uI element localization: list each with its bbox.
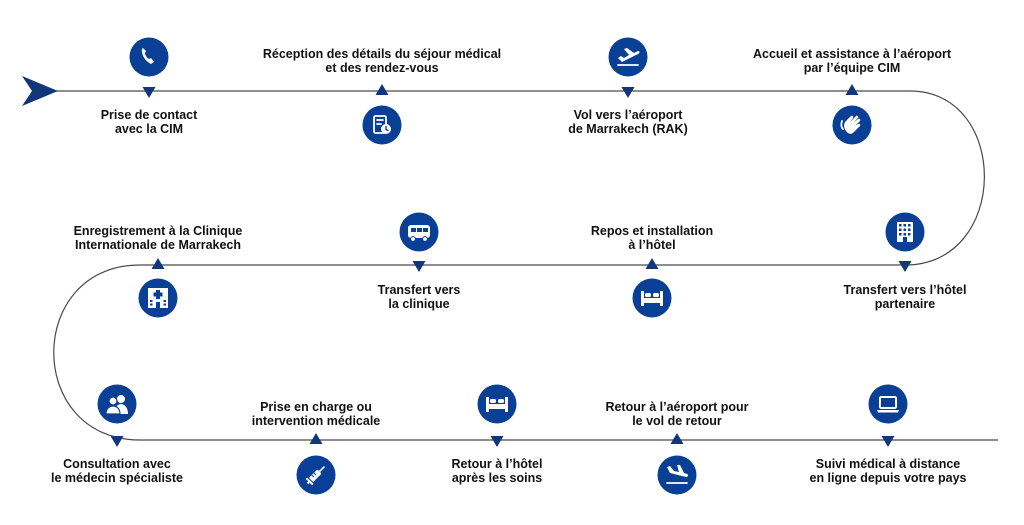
step-6-label-line: Repos et installation [590, 224, 714, 238]
step-13-marker [881, 436, 895, 447]
phone-icon [141, 48, 154, 64]
bed-icon [486, 397, 508, 412]
step-6-label-line: à l’hôtel [628, 238, 676, 252]
step-9-label-line: Consultation avec [63, 457, 171, 471]
step-7-marker [412, 261, 426, 272]
step-2-marker [375, 84, 389, 95]
step-5-label-line: Transfert vers l’hôtel [843, 283, 967, 297]
step-11-label-line: après les soins [451, 471, 543, 485]
step-4-label-line: Accueil et assistance à l’aéroport [752, 47, 951, 61]
step-10-label-line: intervention médicale [251, 414, 381, 428]
step-2-label-line: Réception des détails du séjour médical [262, 47, 502, 61]
step-4-marker [845, 84, 859, 95]
step-12-marker [670, 433, 684, 444]
step-6-marker [645, 258, 659, 269]
step-6-icon-badge [632, 278, 672, 318]
step-1-label-line: Prise de contact [100, 108, 198, 122]
step-9-marker [110, 436, 124, 447]
step-10-icon-badge [296, 455, 336, 495]
plane-departure-icon [617, 48, 640, 66]
step-5-label-line: partenaire [874, 297, 936, 311]
step-12-icon-badge [657, 455, 697, 495]
users-icon [105, 395, 128, 415]
step-3-label-line: de Marrakech (RAK) [568, 122, 688, 136]
step-13-label-line: Suivi médical à distance [815, 457, 961, 471]
syringe-icon [305, 465, 326, 486]
bed-icon [641, 291, 663, 306]
step-3-label-line: Vol vers l’aéroport [573, 108, 683, 122]
step-11-marker [490, 436, 504, 447]
step-13-label-line: en ligne depuis votre pays [809, 471, 967, 485]
step-4-label-line: par l’équipe CIM [803, 61, 901, 75]
step-8-icon-badge [138, 278, 178, 318]
step-4-icon-badge [832, 105, 872, 145]
step-11-label-line: Retour à l’hôtel [451, 457, 543, 471]
laptop-icon [877, 396, 899, 413]
step-2-label-line: et des rendez-vous [325, 61, 439, 75]
plane-arrival-icon [666, 465, 689, 484]
step-10-label-line: Prise en charge ou [260, 400, 372, 414]
waving-hand-icon [840, 115, 861, 134]
step-12-label-line: Retour à l’aéroport pour [605, 400, 749, 414]
step-1-marker [142, 87, 156, 98]
step-7-label-line: la clinique [388, 297, 450, 311]
start-arrow-icon [22, 76, 58, 106]
step-8-label-line: Enregistrement à la Clinique [73, 224, 243, 238]
step-3-marker [621, 87, 635, 98]
step-9-label-line: le médecin spécialiste [50, 471, 183, 485]
step-11-icon-badge [477, 384, 517, 424]
step-5-marker [898, 261, 912, 272]
step-7-label-line: Transfert vers [377, 283, 461, 297]
hospital-icon [148, 288, 168, 308]
step-5-icon-badge [885, 212, 925, 252]
step-13-icon-badge [868, 384, 908, 424]
step-1-label-line: avec la CIM [114, 122, 184, 136]
step-3-icon-badge [608, 37, 648, 77]
timeline-path [40, 90, 998, 441]
step-9-icon-badge [97, 384, 137, 424]
document-clock-icon [373, 115, 391, 134]
step-10-marker [309, 433, 323, 444]
step-1-icon-badge [129, 37, 169, 77]
step-8-marker [151, 258, 165, 269]
step-8-label-line: Internationale de Marrakech [74, 238, 242, 252]
step-2-icon-badge [362, 105, 402, 145]
hotel-building-icon [897, 222, 913, 242]
step-12-label-line: le vol de retour [632, 414, 722, 428]
bus-icon [408, 225, 430, 242]
step-7-icon-badge [399, 212, 439, 252]
